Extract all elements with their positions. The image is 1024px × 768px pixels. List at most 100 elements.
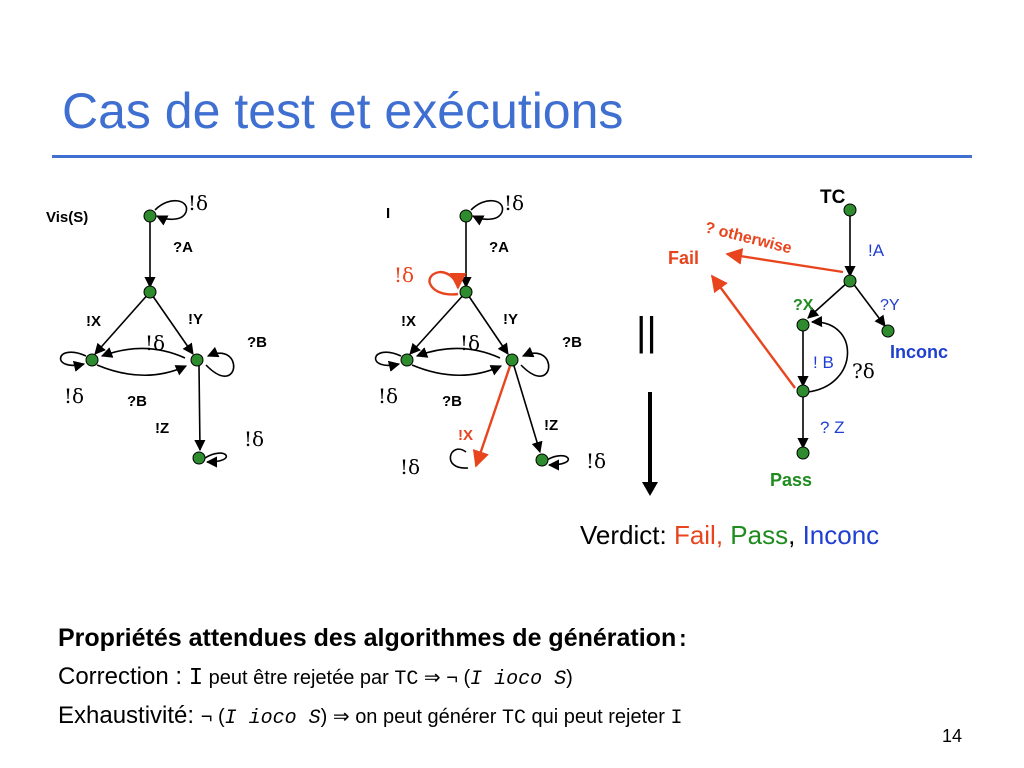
- mid-delta-extra: !δ: [400, 455, 420, 479]
- node-tc-4: [796, 384, 810, 398]
- tc-nodes: [796, 203, 895, 460]
- correction-i: I: [188, 665, 204, 692]
- exhaustivity-rest: qui peut rejeter: [525, 706, 671, 728]
- tc-label-z: ? Z: [820, 418, 845, 437]
- properties-colon: :: [676, 628, 690, 653]
- big-down-arrow-head: [642, 482, 658, 496]
- verdict-prefix: Verdict:: [580, 520, 674, 550]
- correction-close: ): [566, 667, 573, 689]
- edge-tc-fail: [710, 274, 796, 389]
- edge-tc-x: [807, 281, 849, 319]
- page-number: 14: [942, 726, 963, 746]
- left-label-b-bottom: ?B: [127, 393, 147, 410]
- tc-label-b: ! B: [813, 353, 834, 372]
- mid-label-a: ?A: [489, 239, 509, 256]
- mid-label-x: !X: [401, 313, 416, 330]
- node-mid-0: [459, 209, 473, 223]
- edge-left-b-bottom: [96, 364, 188, 377]
- correction-tc: TC: [394, 668, 419, 691]
- edge-tc-y: [851, 281, 886, 327]
- left-delta-x: !δ: [64, 384, 84, 408]
- edge-left-y: [149, 291, 194, 355]
- loop-mid-x: [374, 351, 402, 372]
- mid-label-red-x: !X: [458, 427, 473, 444]
- node-left-4: [192, 451, 206, 465]
- edge-mid-b-top: [415, 347, 501, 359]
- tc-label-a: !A: [868, 241, 885, 260]
- middle-nodes: [400, 209, 549, 467]
- mid-delta-z: !δ: [586, 449, 606, 473]
- tc-label-otherwise: ? otherwise: [703, 219, 793, 257]
- mid-label-b-bottom: ?B: [442, 393, 462, 410]
- left-graph-name: Vis(S): [46, 209, 88, 226]
- correction-ioco: I ioco S: [470, 668, 567, 691]
- tc-graph: [797, 212, 886, 450]
- loop-mid-y: [520, 346, 550, 377]
- tc-label-y: ?Y: [880, 297, 900, 314]
- mid-delta-x: !δ: [378, 384, 398, 408]
- mid-label-y: !Y: [503, 311, 518, 328]
- left-delta-top: !δ: [188, 191, 208, 215]
- node-tc-5: [796, 446, 810, 460]
- left-nodes: [85, 209, 206, 465]
- edge-mid-z: [513, 365, 543, 454]
- correction-arrow: ⇒ ¬ (: [418, 667, 471, 689]
- loop-mid-red: [428, 270, 467, 296]
- exhaustivity-open: ¬ (: [200, 706, 225, 728]
- middle-red-edges: [428, 270, 512, 468]
- left-graph: [59, 200, 235, 468]
- correction-mid: peut être rejetée par: [203, 667, 395, 689]
- mid-delta-mid: !δ: [460, 331, 480, 355]
- slide-title: Cas de test et exécutions: [62, 83, 624, 139]
- mid-delta-red: !δ: [394, 263, 414, 287]
- left-label-x: !X: [86, 313, 101, 330]
- verdict-comma: ,: [788, 520, 796, 550]
- tc-inconc: Inconc: [890, 342, 948, 362]
- exhaustivity-i: I: [670, 707, 683, 730]
- node-mid-1: [459, 285, 473, 299]
- edge-left-z: [194, 365, 206, 452]
- loop-left-top: [154, 200, 188, 226]
- node-left-0: [143, 209, 157, 223]
- loop-left-z: [204, 452, 228, 468]
- properties-heading-line: Propriétés attendues des algorithmes de …: [58, 620, 689, 659]
- edge-tc-otherwise: [725, 248, 844, 274]
- exhaustivity-mid: ) ⇒ on peut générer: [320, 706, 502, 728]
- verdict-inconc: Inconc: [802, 520, 880, 550]
- verdict-pass: Pass: [730, 520, 789, 550]
- verdict-line: Verdict: Fail, Pass, Inconc: [580, 520, 879, 551]
- properties-heading: Propriétés attendues des algorithmes de …: [58, 624, 677, 652]
- tc-fail: Fail: [668, 248, 699, 268]
- edge-mid-y: [465, 291, 509, 355]
- title-underline: [52, 155, 972, 158]
- node-mid-4: [535, 453, 549, 467]
- node-tc-2: [796, 318, 810, 332]
- edge-left-b-top: [100, 347, 186, 359]
- correction-label: Correction :: [58, 663, 189, 690]
- edge-tc-qdelta: [807, 315, 849, 393]
- tc-pass: Pass: [770, 470, 812, 490]
- separator-bars: ||: [636, 310, 657, 354]
- exhaustivity-tc: TC: [501, 707, 526, 730]
- middle-graph-name: I: [386, 205, 390, 222]
- property-exhaustivity: Exhaustivité: ¬ (I ioco S) ⇒ on peut gén…: [58, 698, 689, 737]
- edge-left-x: [94, 291, 151, 355]
- left-delta-z: !δ: [244, 427, 264, 451]
- tc-label-x: ?X: [793, 297, 814, 314]
- verdict-fail: Fail,: [673, 520, 724, 550]
- left-label-b-right: ?B: [247, 334, 267, 351]
- loop-left-y: [205, 346, 235, 377]
- mid-label-z: !Z: [544, 417, 558, 434]
- node-tc-1: [843, 274, 857, 288]
- node-tc-0: [843, 203, 857, 217]
- edge-mid-b-bottom: [411, 364, 503, 377]
- node-mid-3: [505, 353, 519, 367]
- property-correction: Correction : I peut être rejetée par TC …: [58, 659, 689, 698]
- left-label-z: !Z: [155, 420, 169, 437]
- edge-mid-red-x: [472, 365, 512, 468]
- node-left-2: [85, 353, 99, 367]
- exhaustivity-label: Exhaustivité:: [58, 702, 201, 729]
- tc-label-qdelta: ?δ: [852, 359, 875, 383]
- loop-mid-extra: [449, 448, 469, 469]
